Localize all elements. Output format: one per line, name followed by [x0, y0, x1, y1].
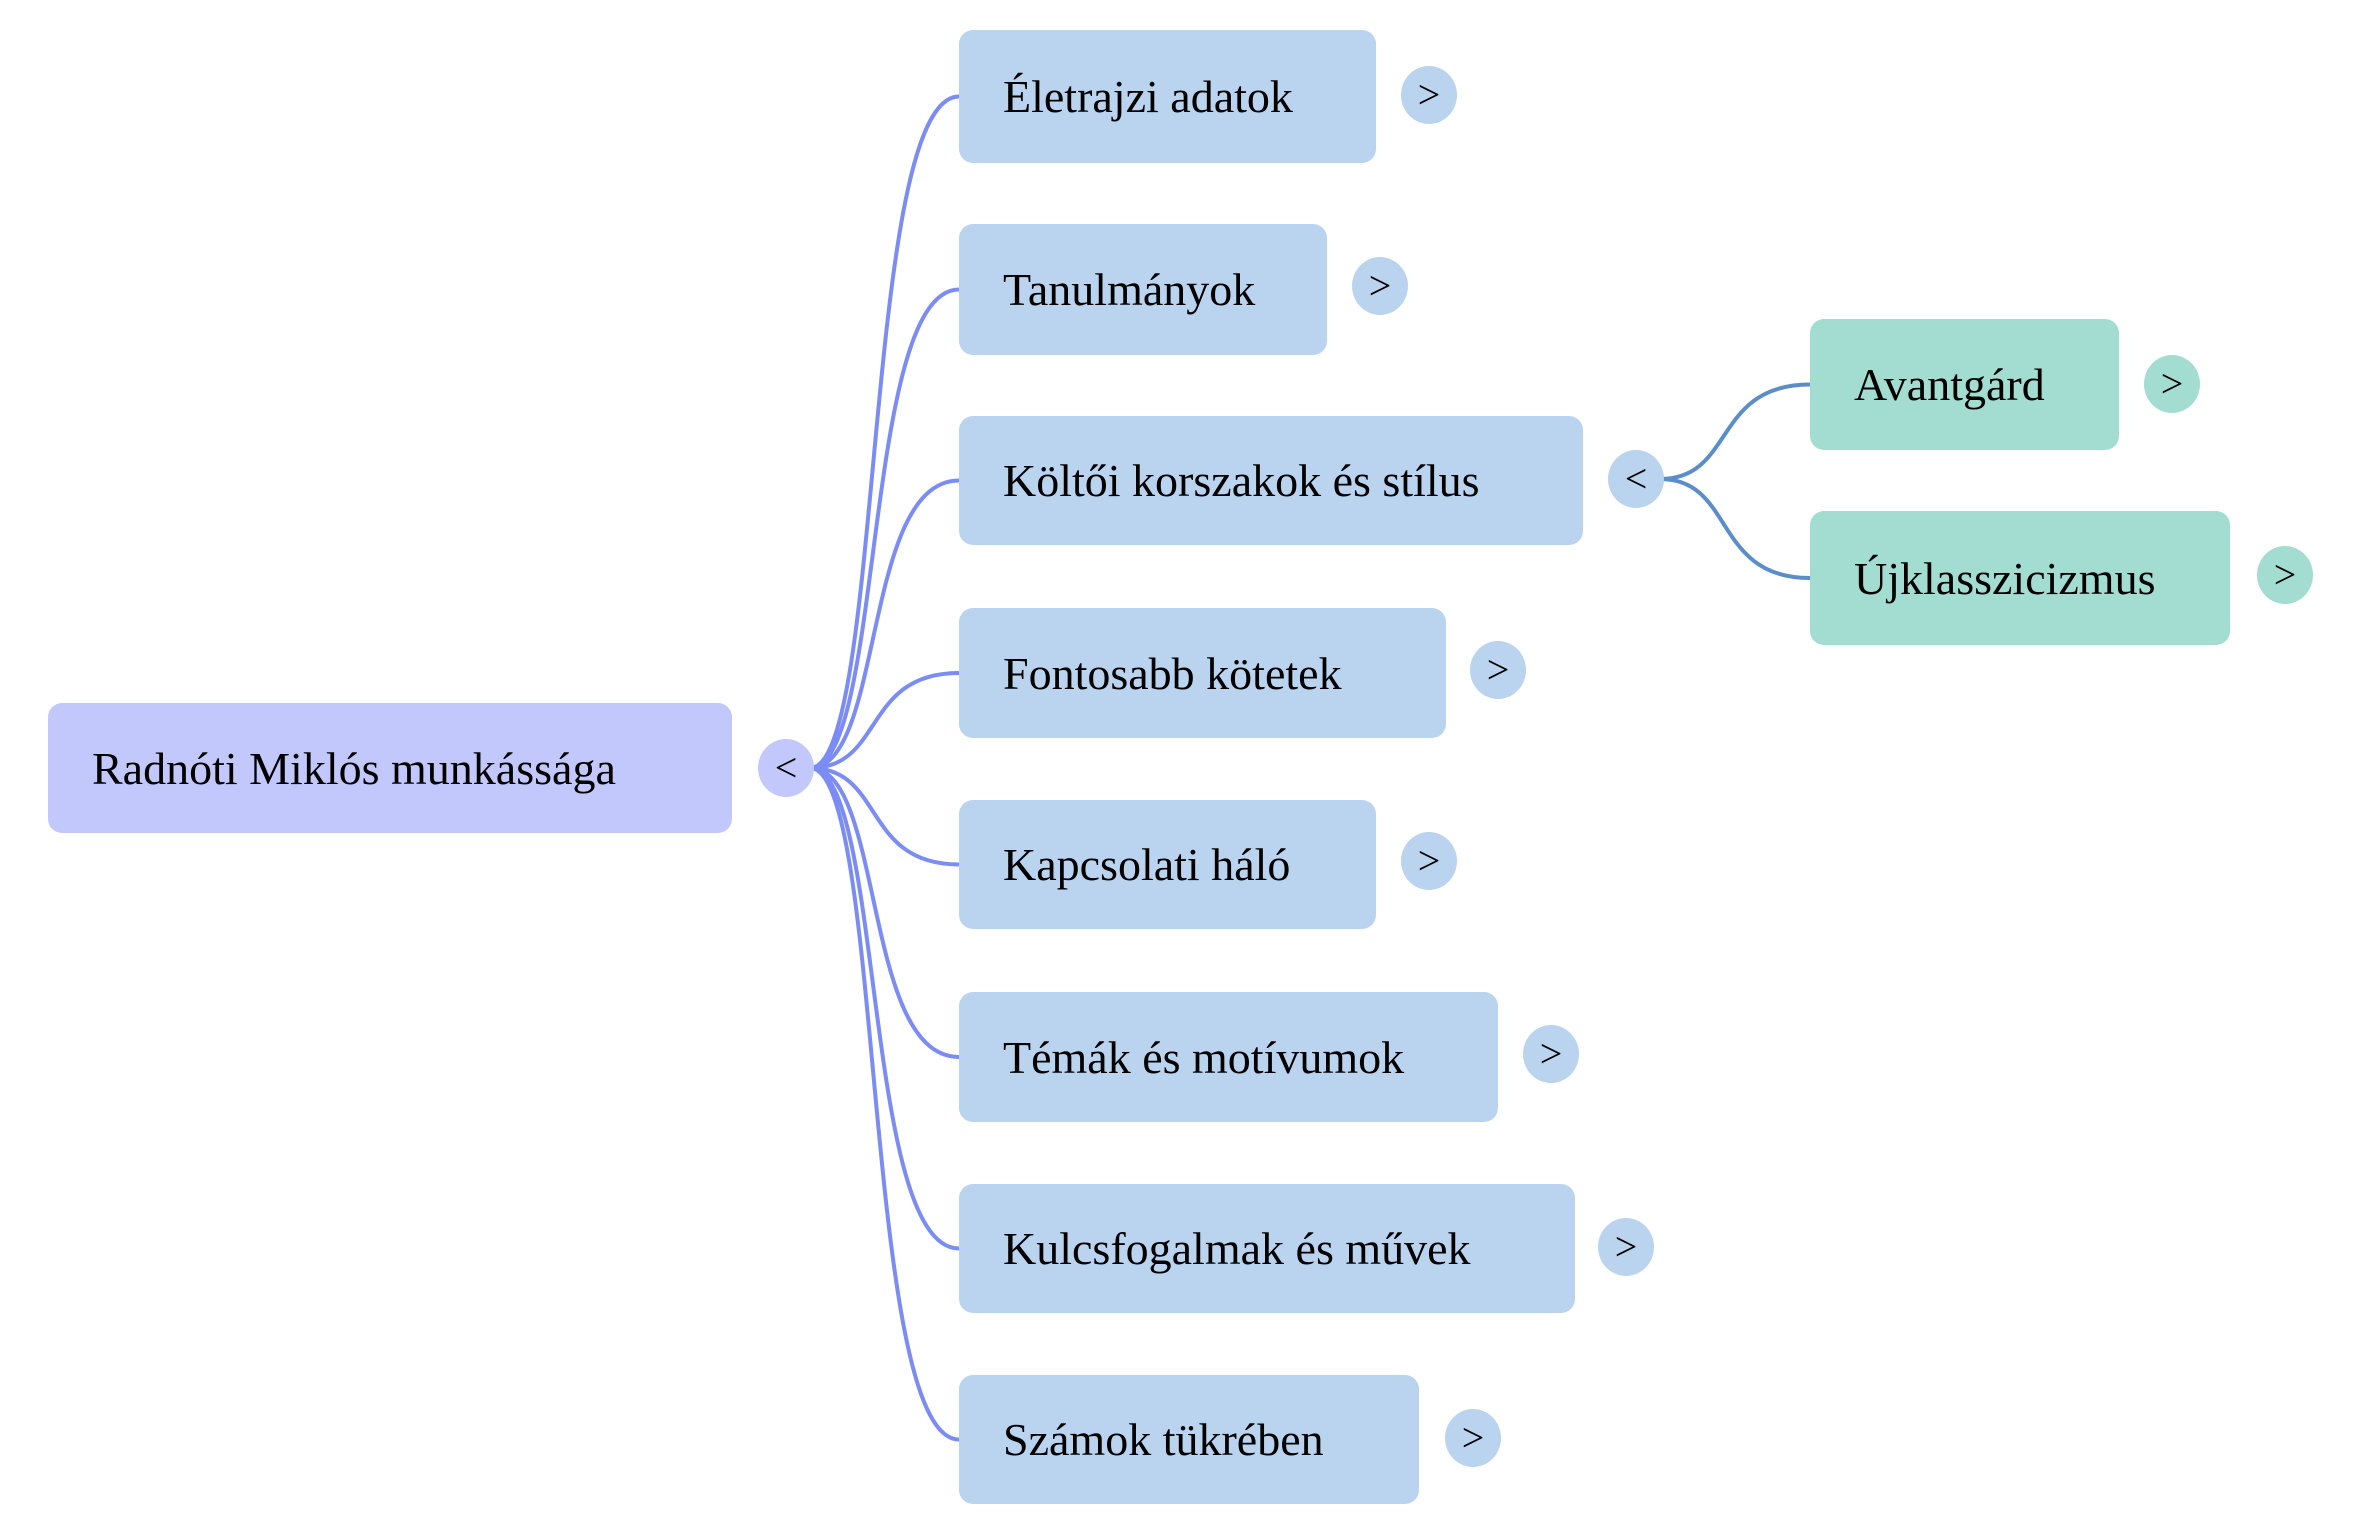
expand-icon: > [2160, 361, 2184, 406]
expand-icon: > [1417, 838, 1441, 883]
expand-icon: > [1614, 1224, 1638, 1269]
edge-root-to-szamok-tukreben [809, 766, 960, 1442]
expand-icon: > [1417, 72, 1441, 117]
node-fontosabb-kotetek[interactable]: Fontosabb kötetek [959, 608, 1446, 738]
node-kapcsolati-halo[interactable]: Kapcsolati háló [959, 800, 1376, 929]
expand-icon: > [2273, 552, 2297, 597]
node-label: Tanulmányok [1003, 264, 1256, 315]
collapse-icon: < [774, 745, 798, 790]
node-label: Újklasszicizmus [1854, 552, 2156, 604]
collapse-toggle-koltoi-korszakok[interactable]: < [1608, 450, 1664, 508]
edge-root-to-eletrajzi-adatok [809, 94, 960, 770]
node-label: Kulcsfogalmak és művek [1003, 1223, 1471, 1274]
node-label: Költői korszakok és stílus [1003, 455, 1480, 506]
node-label: Számok tükrében [1003, 1414, 1324, 1465]
expand-toggle-fontosabb-kotetek[interactable]: > [1470, 641, 1526, 699]
edge-koltoi-to-avantgard [1659, 382, 1811, 481]
expand-toggle-kapcsolati-halo[interactable]: > [1401, 832, 1457, 890]
root-node-label: Radnóti Miklós munkássága [92, 742, 616, 794]
node-koltoi-korszakok[interactable]: Költői korszakok és stílus [959, 416, 1583, 545]
edge-root-to-koltoi-korszakok [809, 478, 960, 770]
expand-toggle-avantgard[interactable]: > [2144, 355, 2200, 413]
node-label: Avantgárd [1854, 359, 2045, 410]
edge-root-to-kapcsolati-halo [809, 766, 960, 867]
expand-icon: > [1368, 263, 1392, 308]
edge-root-to-fontosabb-kotetek [809, 671, 960, 770]
edge-root-to-tanulmanyok [809, 287, 960, 770]
node-szamok-tukreben[interactable]: Számok tükrében [959, 1375, 1419, 1504]
expand-icon: > [1461, 1415, 1485, 1460]
expand-icon: > [1486, 647, 1510, 692]
expand-toggle-eletrajzi-adatok[interactable]: > [1401, 66, 1457, 124]
edge-root-to-temak-es-motivumok [809, 766, 960, 1059]
node-label: Életrajzi adatok [1003, 71, 1293, 122]
node-label: Témák és motívumok [1003, 1031, 1405, 1083]
node-tanulmanyok[interactable]: Tanulmányok [959, 224, 1327, 355]
edge-root-to-kulcsfogalmak-es-muvek [809, 766, 960, 1251]
edge-koltoi-to-ujklasszicizmus [1659, 477, 1811, 580]
expand-icon: > [1539, 1031, 1563, 1076]
expand-toggle-kulcsfogalmak-es-muvek[interactable]: > [1598, 1218, 1654, 1276]
collapse-icon: < [1624, 456, 1648, 501]
root-collapse-toggle[interactable]: < [758, 739, 814, 797]
node-ujklasszicizmus[interactable]: Újklasszicizmus [1810, 511, 2230, 645]
node-kulcsfogalmak-es-muvek[interactable]: Kulcsfogalmak és művek [959, 1184, 1575, 1313]
expand-toggle-szamok-tukreben[interactable]: > [1445, 1409, 1501, 1467]
node-label: Kapcsolati háló [1003, 839, 1291, 890]
node-eletrajzi-adatok[interactable]: Életrajzi adatok [959, 30, 1376, 163]
root-node[interactable]: Radnóti Miklós munkássága [48, 703, 732, 833]
node-avantgard[interactable]: Avantgárd [1810, 319, 2119, 450]
node-temak-es-motivumok[interactable]: Témák és motívumok [959, 992, 1498, 1122]
expand-toggle-ujklasszicizmus[interactable]: > [2257, 546, 2313, 604]
node-label: Fontosabb kötetek [1003, 647, 1342, 699]
expand-toggle-tanulmanyok[interactable]: > [1352, 257, 1408, 315]
expand-toggle-temak-es-motivumok[interactable]: > [1523, 1025, 1579, 1083]
